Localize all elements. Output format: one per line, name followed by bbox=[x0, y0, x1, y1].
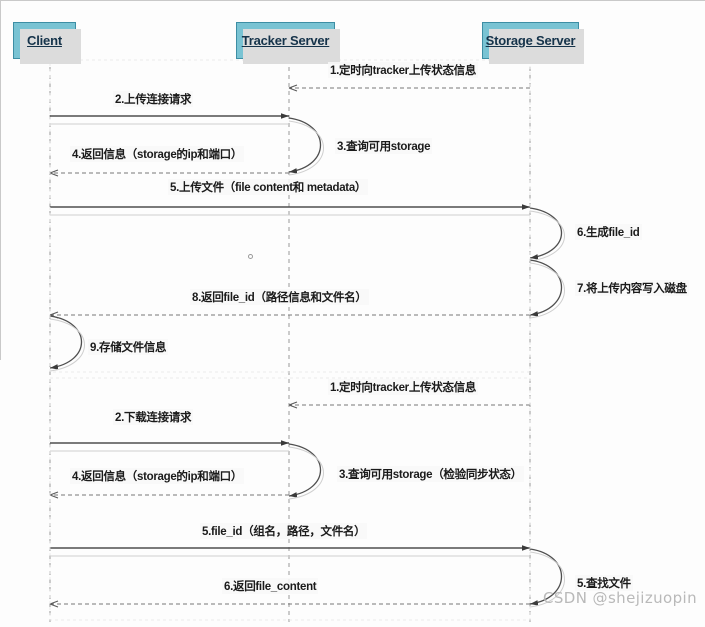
self-loop-ghost-u3 bbox=[288, 120, 324, 176]
actor-box-tracker[interactable]: Tracker Server bbox=[236, 22, 340, 64]
self-loop-u9[interactable] bbox=[49, 315, 83, 370]
message-label-u6: 6.生成file_id bbox=[575, 224, 642, 240]
top-border-line bbox=[0, 0, 705, 1]
message-label-u9: 9.存储文件信息 bbox=[88, 339, 169, 355]
self-loop-d6[interactable] bbox=[529, 548, 563, 606]
message-label-u4: 4.返回信息（storage的ip和端口） bbox=[70, 146, 245, 162]
left-border-line bbox=[0, 0, 1, 360]
message-label-d3: 3.查询可用storage（检验同步状态） bbox=[337, 466, 524, 482]
message-label-d7: 6.返回file_content bbox=[222, 578, 319, 594]
actor-label-storage: Storage Server bbox=[485, 33, 576, 48]
actor-box-storage[interactable]: Storage Server bbox=[482, 22, 584, 64]
message-label-u1: 1.定时向tracker上传状态信息 bbox=[328, 62, 479, 78]
actor-label-client: Client bbox=[27, 33, 62, 48]
self-loop-u7[interactable] bbox=[529, 259, 563, 317]
self-loop-ghost-u6 bbox=[529, 210, 565, 262]
actor-box-shadow bbox=[243, 29, 340, 64]
self-loop-ghost-u7 bbox=[529, 262, 565, 319]
self-loop-ghost-d6 bbox=[529, 551, 565, 608]
stray-dot-marker bbox=[248, 254, 253, 259]
message-label-d1: 1.定时向tracker上传状态信息 bbox=[328, 379, 479, 395]
message-label-d5: 5.file_id（组名，路径，文件名） bbox=[200, 523, 368, 539]
self-loop-u6[interactable] bbox=[529, 207, 563, 260]
message-label-d4: 4.返回信息（storage的ip和端口） bbox=[70, 468, 245, 484]
message-label-u3: 3.查询可用storage bbox=[335, 138, 433, 154]
actor-box-client[interactable]: Client bbox=[13, 22, 81, 64]
self-loop-ghost-d3 bbox=[288, 446, 324, 500]
actor-label-tracker: Tracker Server bbox=[241, 33, 330, 48]
actor-box-shadow bbox=[489, 29, 584, 64]
section-guide-download bbox=[49, 377, 531, 621]
message-label-u5: 5.上传文件（file content和 metadata） bbox=[168, 179, 369, 195]
watermark-text: CSDN @shejizuopin bbox=[543, 589, 697, 607]
message-label-d2: 2.下载连接请求 bbox=[113, 409, 194, 425]
self-loop-ghost-u9 bbox=[49, 318, 85, 372]
message-label-u2: 2.上传连接请求 bbox=[113, 91, 194, 107]
message-label-u8: 8.返回file_id（路径信息和文件名） bbox=[190, 289, 369, 305]
self-loop-d3[interactable] bbox=[288, 443, 322, 498]
self-loop-u3[interactable] bbox=[288, 117, 322, 174]
message-label-u7: 7.将上传内容写入磁盘 bbox=[575, 280, 689, 296]
actor-box-shadow bbox=[20, 29, 81, 64]
message-label-d6: 5.查找文件 bbox=[575, 575, 633, 591]
